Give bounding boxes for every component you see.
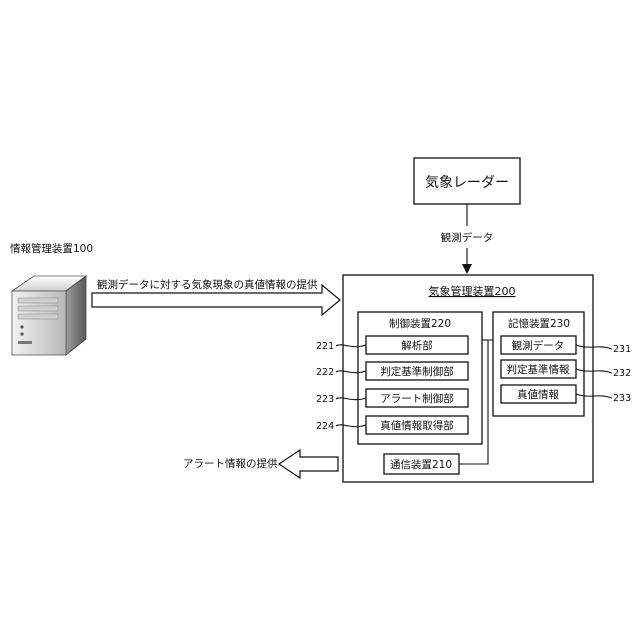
control-unit-criteria-control: 判定基準制御部 [366, 362, 468, 380]
storage-item-label: 観測データ [512, 339, 565, 352]
ref-number-231: 231 [613, 344, 631, 355]
control-unit-label: アラート制御部 [380, 392, 454, 405]
weather-management-device-title: 気象管理装置200 [429, 284, 516, 298]
ref-number-232: 232 [613, 368, 631, 379]
control-unit-true-value-acquisition: 真値情報取得部 [366, 416, 468, 434]
server-icon [12, 276, 86, 355]
storage-item-observation-data: 観測データ [501, 336, 576, 354]
communication-device-label: 通信装置210 [390, 458, 452, 471]
ref-number-221: 221 [316, 341, 334, 352]
ref-number-222: 222 [316, 367, 334, 378]
storage-item-criteria-info: 判定基準情報 [501, 360, 576, 378]
observation-data-arrowhead [462, 264, 472, 274]
ref-number-224: 224 [316, 421, 334, 432]
ref-number-233: 233 [613, 393, 631, 404]
control-unit-label: 真値情報取得部 [380, 419, 454, 432]
weather-radar-label: 気象レーダー [425, 175, 509, 191]
control-unit-label: 解析部 [401, 339, 433, 352]
control-device-title: 制御装置220 [389, 317, 451, 330]
storage-item-true-value-info: 真値情報 [501, 385, 576, 403]
true-value-provision-label: 観測データに対する気象現象の真値情報の提供 [97, 278, 318, 291]
alert-provision-arrow [279, 450, 338, 478]
observation-data-arrow-label: 観測データ [441, 231, 494, 244]
control-unit-alert-control: アラート制御部 [366, 389, 468, 407]
storage-item-label: 真値情報 [517, 388, 559, 401]
ref-number-223: 223 [316, 394, 334, 405]
control-unit-label: 判定基準制御部 [380, 365, 454, 378]
storage-item-label: 判定基準情報 [507, 363, 570, 376]
alert-provision-label: アラート情報の提供 [183, 457, 278, 470]
storage-device-title: 記憶装置230 [508, 317, 570, 330]
info-management-device-label: 情報管理装置100 [10, 242, 93, 255]
control-unit-analysis: 解析部 [366, 336, 468, 354]
